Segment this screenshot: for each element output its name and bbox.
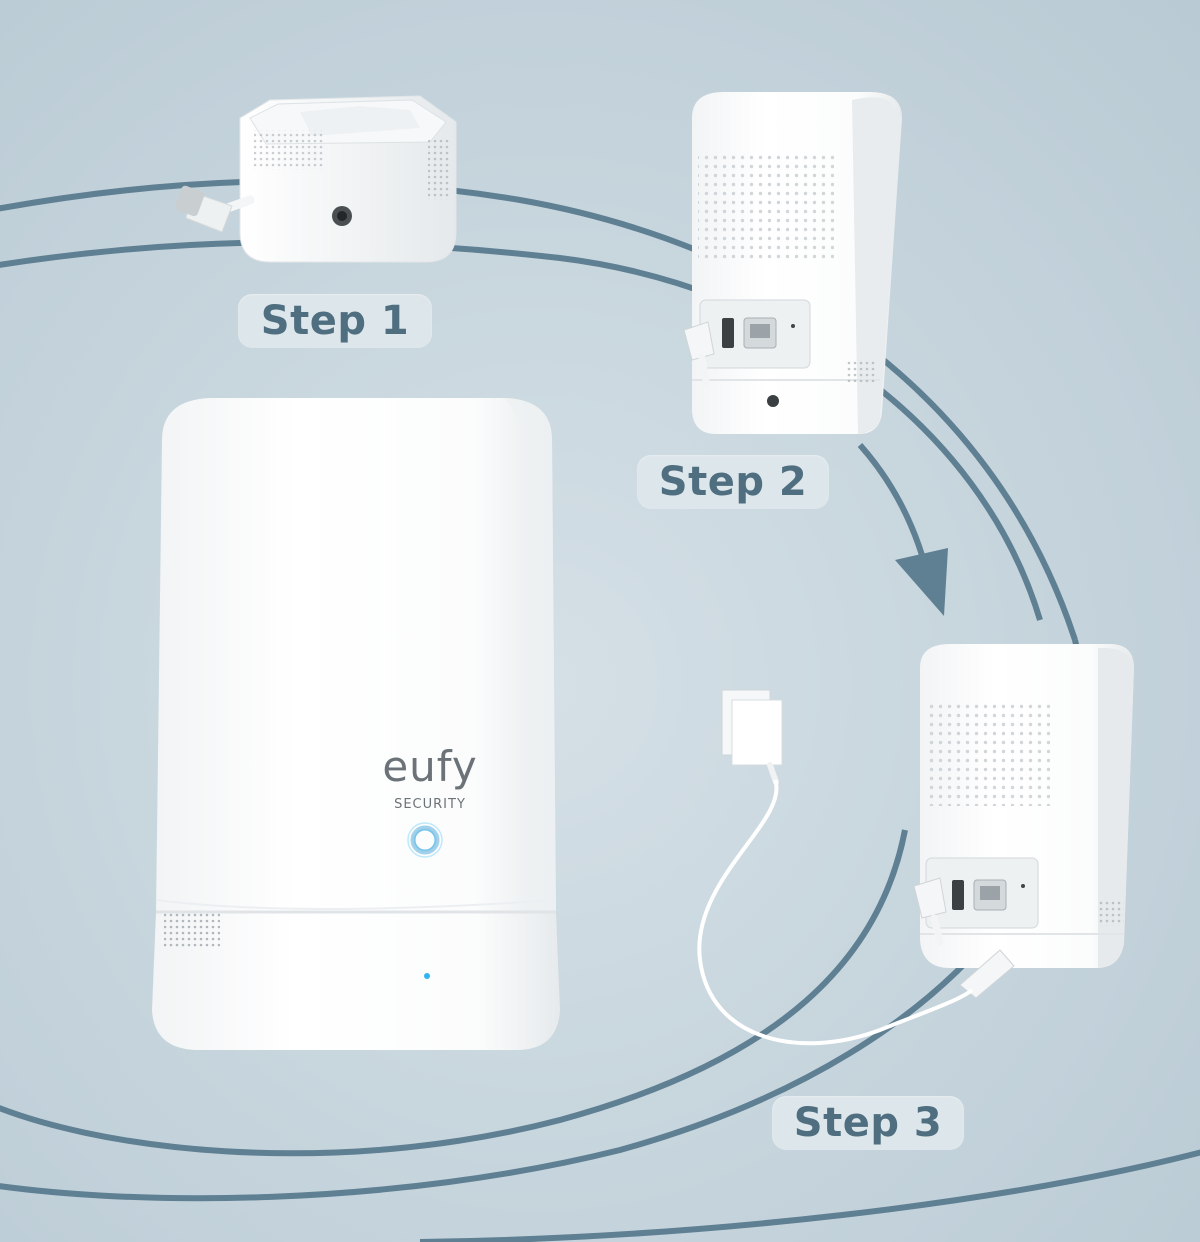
step3-label: Step 3 xyxy=(772,1096,964,1150)
step1-label: Step 1 xyxy=(238,294,432,348)
step2-label: Step 2 xyxy=(637,455,829,509)
brand-subtitle: SECURITY xyxy=(394,797,466,812)
status-ring-icon xyxy=(410,825,440,855)
brand-logo-text: eufy xyxy=(382,742,478,791)
step2-hub-back-illustration xyxy=(683,92,902,434)
main-hub-illustration xyxy=(152,398,560,1050)
step3-hub-illustration xyxy=(697,644,1134,1046)
direction-arrow-icon xyxy=(895,548,948,616)
step1-adapter-illustration xyxy=(175,95,457,263)
